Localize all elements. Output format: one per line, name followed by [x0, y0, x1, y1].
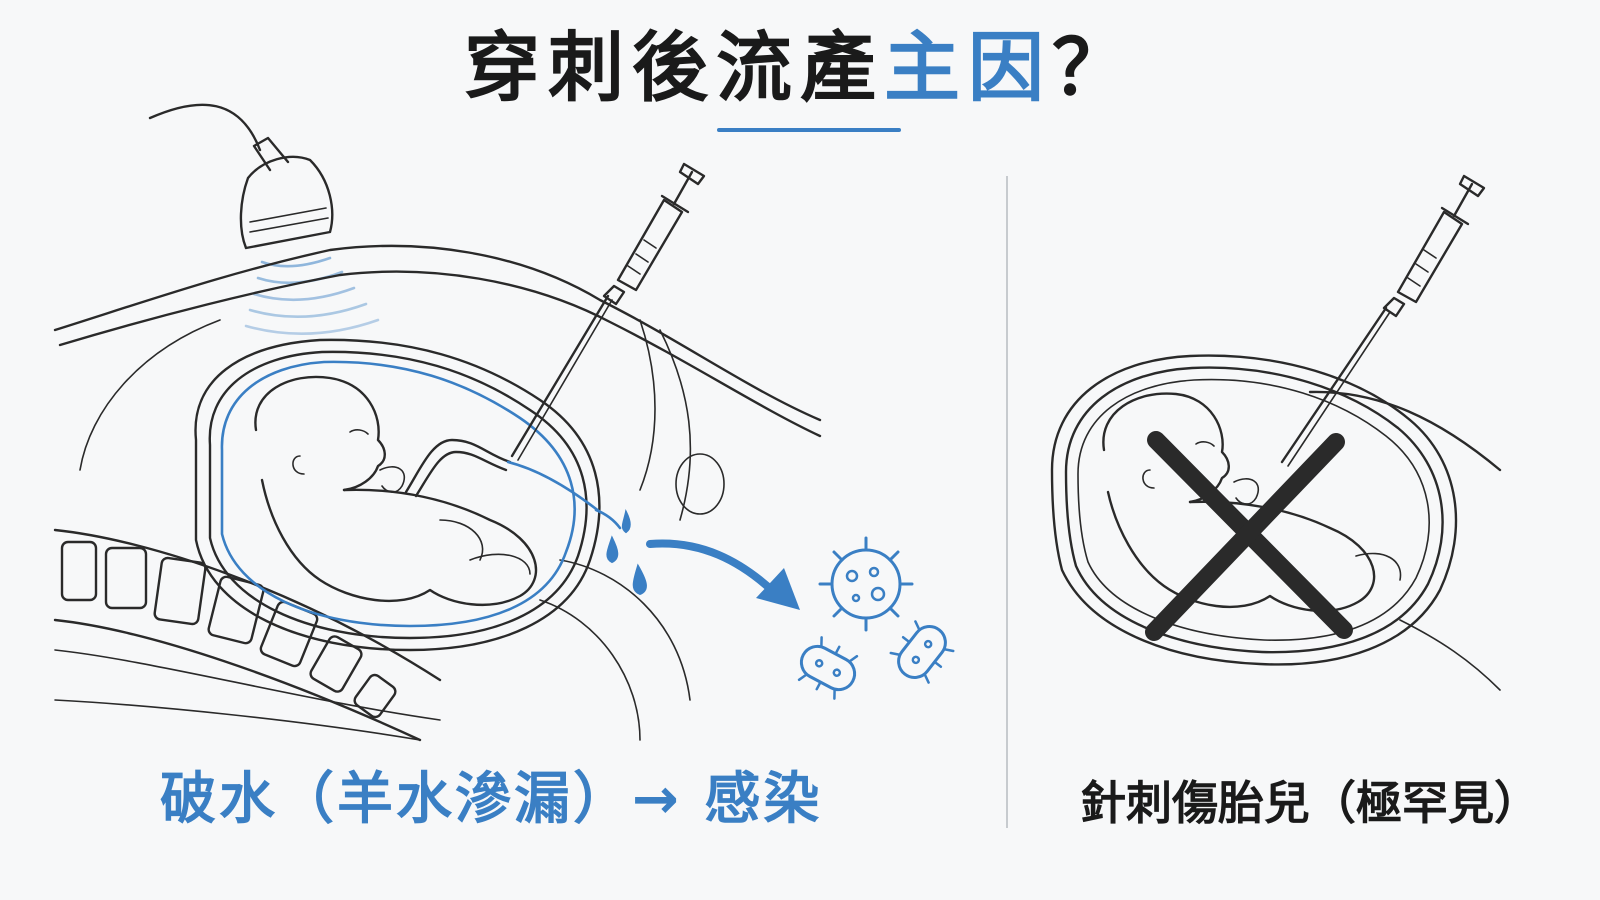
cross-mark-icon — [1145, 431, 1353, 641]
right-illustration — [1050, 174, 1502, 691]
title-underline — [717, 128, 901, 132]
left-caption: 破水（羊水滲漏）→ 感染 — [160, 767, 823, 832]
ultrasound-probe-icon — [148, 103, 334, 250]
syringe-icon-right — [1280, 174, 1486, 467]
syringe-icon — [510, 162, 706, 461]
bacteria-icon — [797, 536, 955, 700]
ultrasound-waves — [244, 256, 380, 336]
title-accent: 主因 — [884, 23, 1052, 112]
amniotic-fluid-drop-icon — [506, 460, 647, 596]
panel-divider — [1006, 176, 1008, 828]
arrow-icon — [646, 539, 800, 610]
page-title: 穿刺後流產主因？ — [0, 18, 1600, 118]
uterus-outline — [194, 338, 601, 652]
abdomen-outline — [53, 244, 822, 741]
fetus-illustration-right — [1102, 392, 1402, 613]
fetus-illustration — [254, 375, 538, 607]
left-illustration — [53, 103, 955, 742]
umbilical-cord — [404, 438, 512, 498]
spine-illustration — [53, 528, 442, 742]
right-caption: 針刺傷胎兒（極罕見） — [1080, 776, 1540, 830]
title-end: ？ — [1052, 23, 1136, 112]
amniotic-fluid-outline — [220, 360, 576, 628]
title-main: 穿刺後流產 — [464, 23, 884, 112]
